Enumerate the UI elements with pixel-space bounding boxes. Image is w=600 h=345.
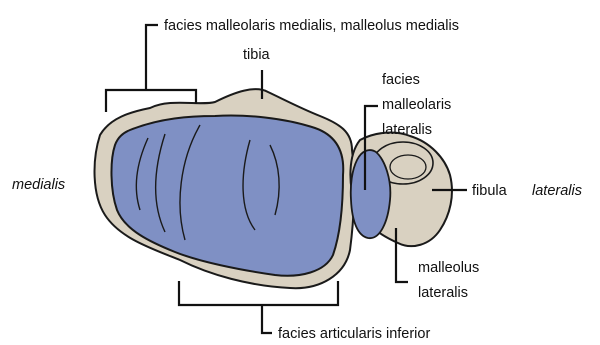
- label-line: malleolaris: [382, 97, 451, 113]
- fibula-tip-inner: [390, 155, 426, 179]
- facies-articularis-inferior-surface: [111, 116, 343, 276]
- label-malleolus-lateralis: malleolus lateralis: [418, 260, 483, 301]
- label-line: lateralis: [382, 122, 432, 138]
- label-facies-articularis-inferior: facies articularis inferior: [278, 326, 430, 342]
- label-lateralis: lateralis: [532, 183, 582, 199]
- label-line: malleolus: [418, 260, 479, 276]
- leader-medialis-stem: [146, 25, 158, 90]
- label-line: facies: [382, 72, 420, 88]
- facies-malleolaris-lateralis-surface: [351, 150, 391, 238]
- label-line: lateralis: [418, 285, 468, 301]
- label-tibia: tibia: [243, 47, 271, 63]
- leader-articularis-stem: [262, 305, 272, 333]
- label-fibula: fibula: [472, 183, 508, 199]
- label-facies-malleolaris-medialis: facies malleolaris medialis, malleolus m…: [164, 18, 459, 34]
- label-facies-malleolaris-lateralis: facies malleolaris lateralis: [382, 72, 455, 138]
- label-medialis: medialis: [12, 177, 65, 193]
